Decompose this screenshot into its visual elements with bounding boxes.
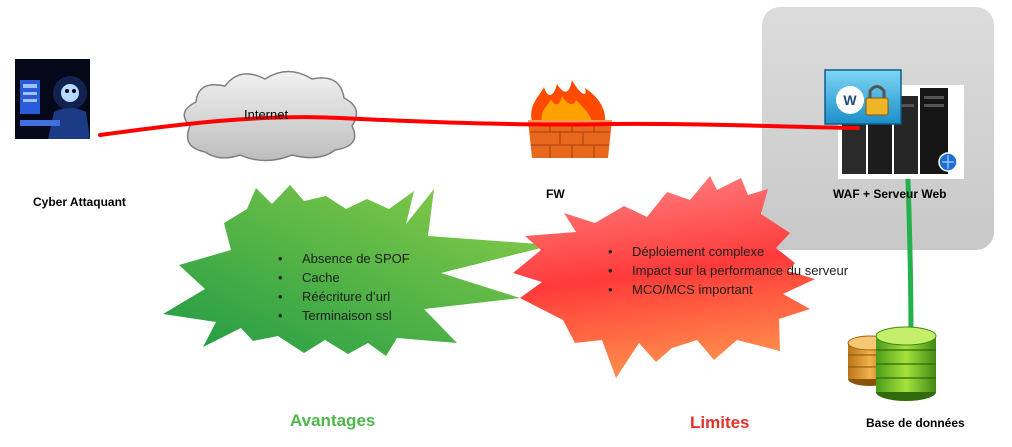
advantage-item: Cache bbox=[278, 268, 410, 287]
database-stack-icon bbox=[847, 326, 937, 401]
advantages-title: Avantages bbox=[290, 411, 376, 430]
svg-text:W: W bbox=[843, 92, 857, 108]
attack-path-line bbox=[98, 115, 860, 137]
advantage-item: Absence de SPOF bbox=[278, 249, 410, 268]
advantages-list: Absence de SPOF Cache Réécriture d’url T… bbox=[278, 249, 410, 325]
limit-item: Impact sur la performance du serveur bbox=[608, 261, 848, 280]
advantage-item: Terminaison ssl bbox=[278, 306, 410, 325]
limit-item: Déploiement complexe bbox=[608, 242, 848, 261]
hooded-hacker-icon bbox=[15, 59, 90, 139]
burning-wall-icon bbox=[528, 80, 612, 158]
attacker-label: Cyber Attaquant bbox=[33, 195, 126, 209]
advantage-item: Réécriture d’url bbox=[278, 287, 410, 306]
firewall-label: FW bbox=[546, 187, 565, 201]
server-label: WAF + Serveur Web bbox=[833, 187, 947, 201]
database-label: Base de données bbox=[866, 416, 965, 430]
limits-list: Déploiement complexe Impact sur la perfo… bbox=[608, 242, 848, 299]
limit-item: MCO/MCS important bbox=[608, 280, 848, 299]
limits-title: Limites bbox=[690, 413, 750, 432]
internet-label: Internet bbox=[244, 107, 289, 122]
web-lock-icon: W bbox=[824, 69, 902, 125]
